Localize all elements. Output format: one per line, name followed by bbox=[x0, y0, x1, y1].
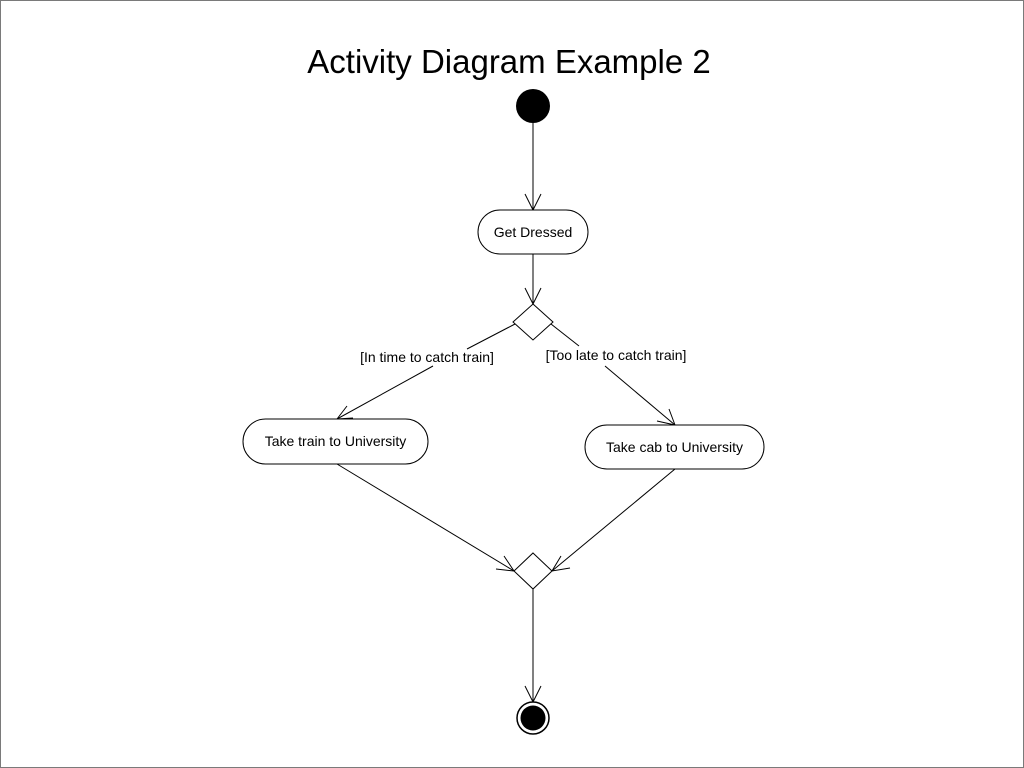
slide-title: Activity Diagram Example 2 bbox=[307, 43, 711, 80]
action-get-dressed-label: Get Dressed bbox=[494, 224, 573, 240]
action-take-train-label: Take train to University bbox=[265, 433, 407, 449]
action-take-cab: Take cab to University bbox=[584, 424, 765, 470]
edge-take-train-to-merge bbox=[336, 463, 516, 572]
initial-node bbox=[516, 89, 550, 123]
edge-start-to-get-dressed bbox=[524, 123, 542, 212]
final-node bbox=[516, 701, 550, 735]
merge-node bbox=[513, 552, 553, 590]
edge-merge-to-final bbox=[524, 589, 542, 704]
guard-too-late-label: [Too late to catch train] bbox=[546, 347, 687, 363]
action-take-train: Take train to University bbox=[242, 418, 429, 465]
decision-node bbox=[512, 303, 554, 341]
edge-get-dressed-to-decision bbox=[524, 254, 542, 306]
action-take-cab-label: Take cab to University bbox=[606, 439, 743, 455]
edge-decision-to-take-train bbox=[335, 323, 516, 420]
edge-take-cab-to-merge bbox=[551, 468, 676, 572]
action-get-dressed: Get Dressed bbox=[477, 209, 589, 255]
guard-in-time-label: [In time to catch train] bbox=[360, 349, 494, 365]
edge-decision-to-take-cab bbox=[550, 323, 676, 426]
